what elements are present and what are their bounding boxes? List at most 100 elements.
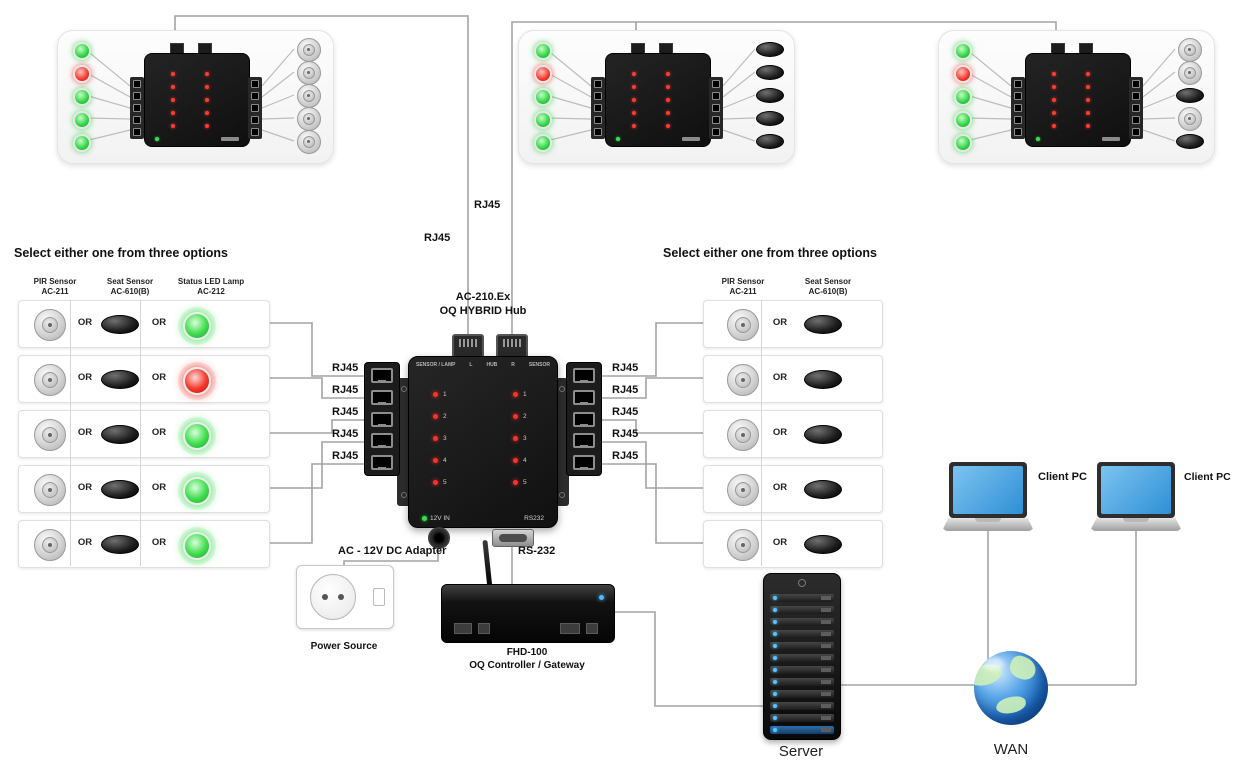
status-led-green xyxy=(534,134,552,152)
connector-block-icon xyxy=(709,77,723,139)
rj45-port-icon xyxy=(170,43,184,56)
connector-block-icon xyxy=(1011,77,1025,139)
or-label: OR xyxy=(151,427,167,438)
hub-channel: 5 xyxy=(513,471,527,493)
seat-sensor-icon xyxy=(756,88,784,103)
socket-hole-icon xyxy=(338,594,344,600)
column-header-seat: Seat Sensor AC-610(B) xyxy=(793,277,863,297)
laptop-display xyxy=(1101,466,1171,514)
or-label: OR xyxy=(772,537,788,548)
power-led-icon xyxy=(422,516,427,521)
rj45-port-icon xyxy=(631,43,645,56)
hub-name-label: OQ HYBRID Hub xyxy=(439,304,527,317)
column-name: PIR Sensor xyxy=(721,277,765,286)
status-led-green xyxy=(73,88,91,106)
column-separator xyxy=(70,300,71,566)
continent-shape xyxy=(995,694,1027,716)
rj45-label: RJ45 xyxy=(332,384,359,396)
led-column xyxy=(171,72,175,128)
or-label: OR xyxy=(77,427,93,438)
hub-channel: 2 xyxy=(513,405,527,427)
column-separator xyxy=(140,300,141,566)
status-led-green xyxy=(534,111,552,129)
right-options-heading: Select either one from three options xyxy=(663,246,877,260)
or-label: OR xyxy=(772,482,788,493)
rj45-port-icon xyxy=(659,43,673,56)
connector-block-icon xyxy=(1129,77,1143,139)
column-name: Status LED Lamp xyxy=(177,277,245,286)
column-name: Seat Sensor xyxy=(106,277,154,286)
power-source-device xyxy=(296,565,394,629)
column-model: AC-212 xyxy=(197,287,225,296)
pir-sensor-icon xyxy=(1178,61,1202,85)
rj45-label: RJ45 xyxy=(612,450,639,462)
server-tower xyxy=(763,573,841,740)
seat-sensor-icon xyxy=(804,425,842,444)
column-header-led: Status LED Lamp AC-212 xyxy=(172,277,250,297)
or-label: OR xyxy=(772,427,788,438)
laptop-base xyxy=(1090,518,1182,531)
mount-flange-icon xyxy=(555,378,569,506)
pir-sensor-icon xyxy=(34,309,66,341)
server-slats xyxy=(764,590,840,738)
pir-sensor-icon xyxy=(1178,107,1202,131)
serial-port-label: RS232 xyxy=(524,515,544,522)
panel-label: R xyxy=(511,362,515,368)
adapter-label: AC - 12V DC Adapter xyxy=(338,545,447,557)
pir-sensor-icon xyxy=(727,474,759,506)
right-option-row: OR xyxy=(703,465,883,513)
mini-hub-body xyxy=(1025,53,1131,147)
led-column xyxy=(1052,72,1056,128)
pir-sensor-icon xyxy=(297,84,321,108)
rj45-label: RJ45 xyxy=(612,428,639,440)
or-label: OR xyxy=(77,317,93,328)
seat-sensor-icon xyxy=(804,370,842,389)
or-label: OR xyxy=(772,317,788,328)
pir-sensor-icon xyxy=(727,529,759,561)
controller-device xyxy=(441,539,615,643)
antenna-icon xyxy=(482,539,493,591)
pir-sensor-icon xyxy=(34,474,66,506)
unit-internal-wires xyxy=(545,48,756,142)
power-source-label: Power Source xyxy=(310,641,378,652)
wan-label: WAN xyxy=(993,741,1029,758)
seat-sensor-icon xyxy=(756,134,784,149)
left-options-heading: Select either one from three options xyxy=(14,246,228,260)
status-led-green xyxy=(73,134,91,152)
laptop-screen xyxy=(949,462,1027,518)
right-option-row: OR xyxy=(703,410,883,458)
status-led-lamp-green xyxy=(183,422,211,450)
port-icon xyxy=(560,623,580,634)
status-led-green xyxy=(954,42,972,60)
led-column xyxy=(205,72,209,128)
or-label: OR xyxy=(151,482,167,493)
status-led-green xyxy=(73,42,91,60)
rj45-label: RJ45 xyxy=(612,362,639,374)
column-header-seat: Seat Sensor AC-610(B) xyxy=(95,277,165,297)
seat-sensor-icon xyxy=(101,315,139,334)
status-led-lamp-green xyxy=(183,532,211,560)
power-port-label: 12V IN xyxy=(430,515,450,522)
rj45-jack-L-icon xyxy=(452,334,484,358)
rj45-port-icon xyxy=(198,43,212,56)
dc-power-jack-icon xyxy=(428,527,450,549)
column-name: PIR Sensor xyxy=(33,277,77,286)
status-led-red xyxy=(954,65,972,83)
hub-channel: 5 xyxy=(433,471,447,493)
connector-block-icon xyxy=(591,77,605,139)
right-option-row: OR xyxy=(703,520,883,568)
status-led-lamp-green xyxy=(183,312,211,340)
client-pc-laptop-2 xyxy=(1090,462,1182,538)
seat-sensor-icon xyxy=(804,315,842,334)
hub-channel: 2 xyxy=(433,405,447,427)
hub-channel: 4 xyxy=(433,449,447,471)
hub-title: AC-210.Ex OQ HYBRID Hub xyxy=(398,291,568,319)
or-label: OR xyxy=(151,317,167,328)
mini-hub-device xyxy=(130,43,262,147)
client-pc-label-2: Client PC xyxy=(1184,471,1231,483)
status-led-green xyxy=(954,88,972,106)
connector-block-icon xyxy=(130,77,144,139)
